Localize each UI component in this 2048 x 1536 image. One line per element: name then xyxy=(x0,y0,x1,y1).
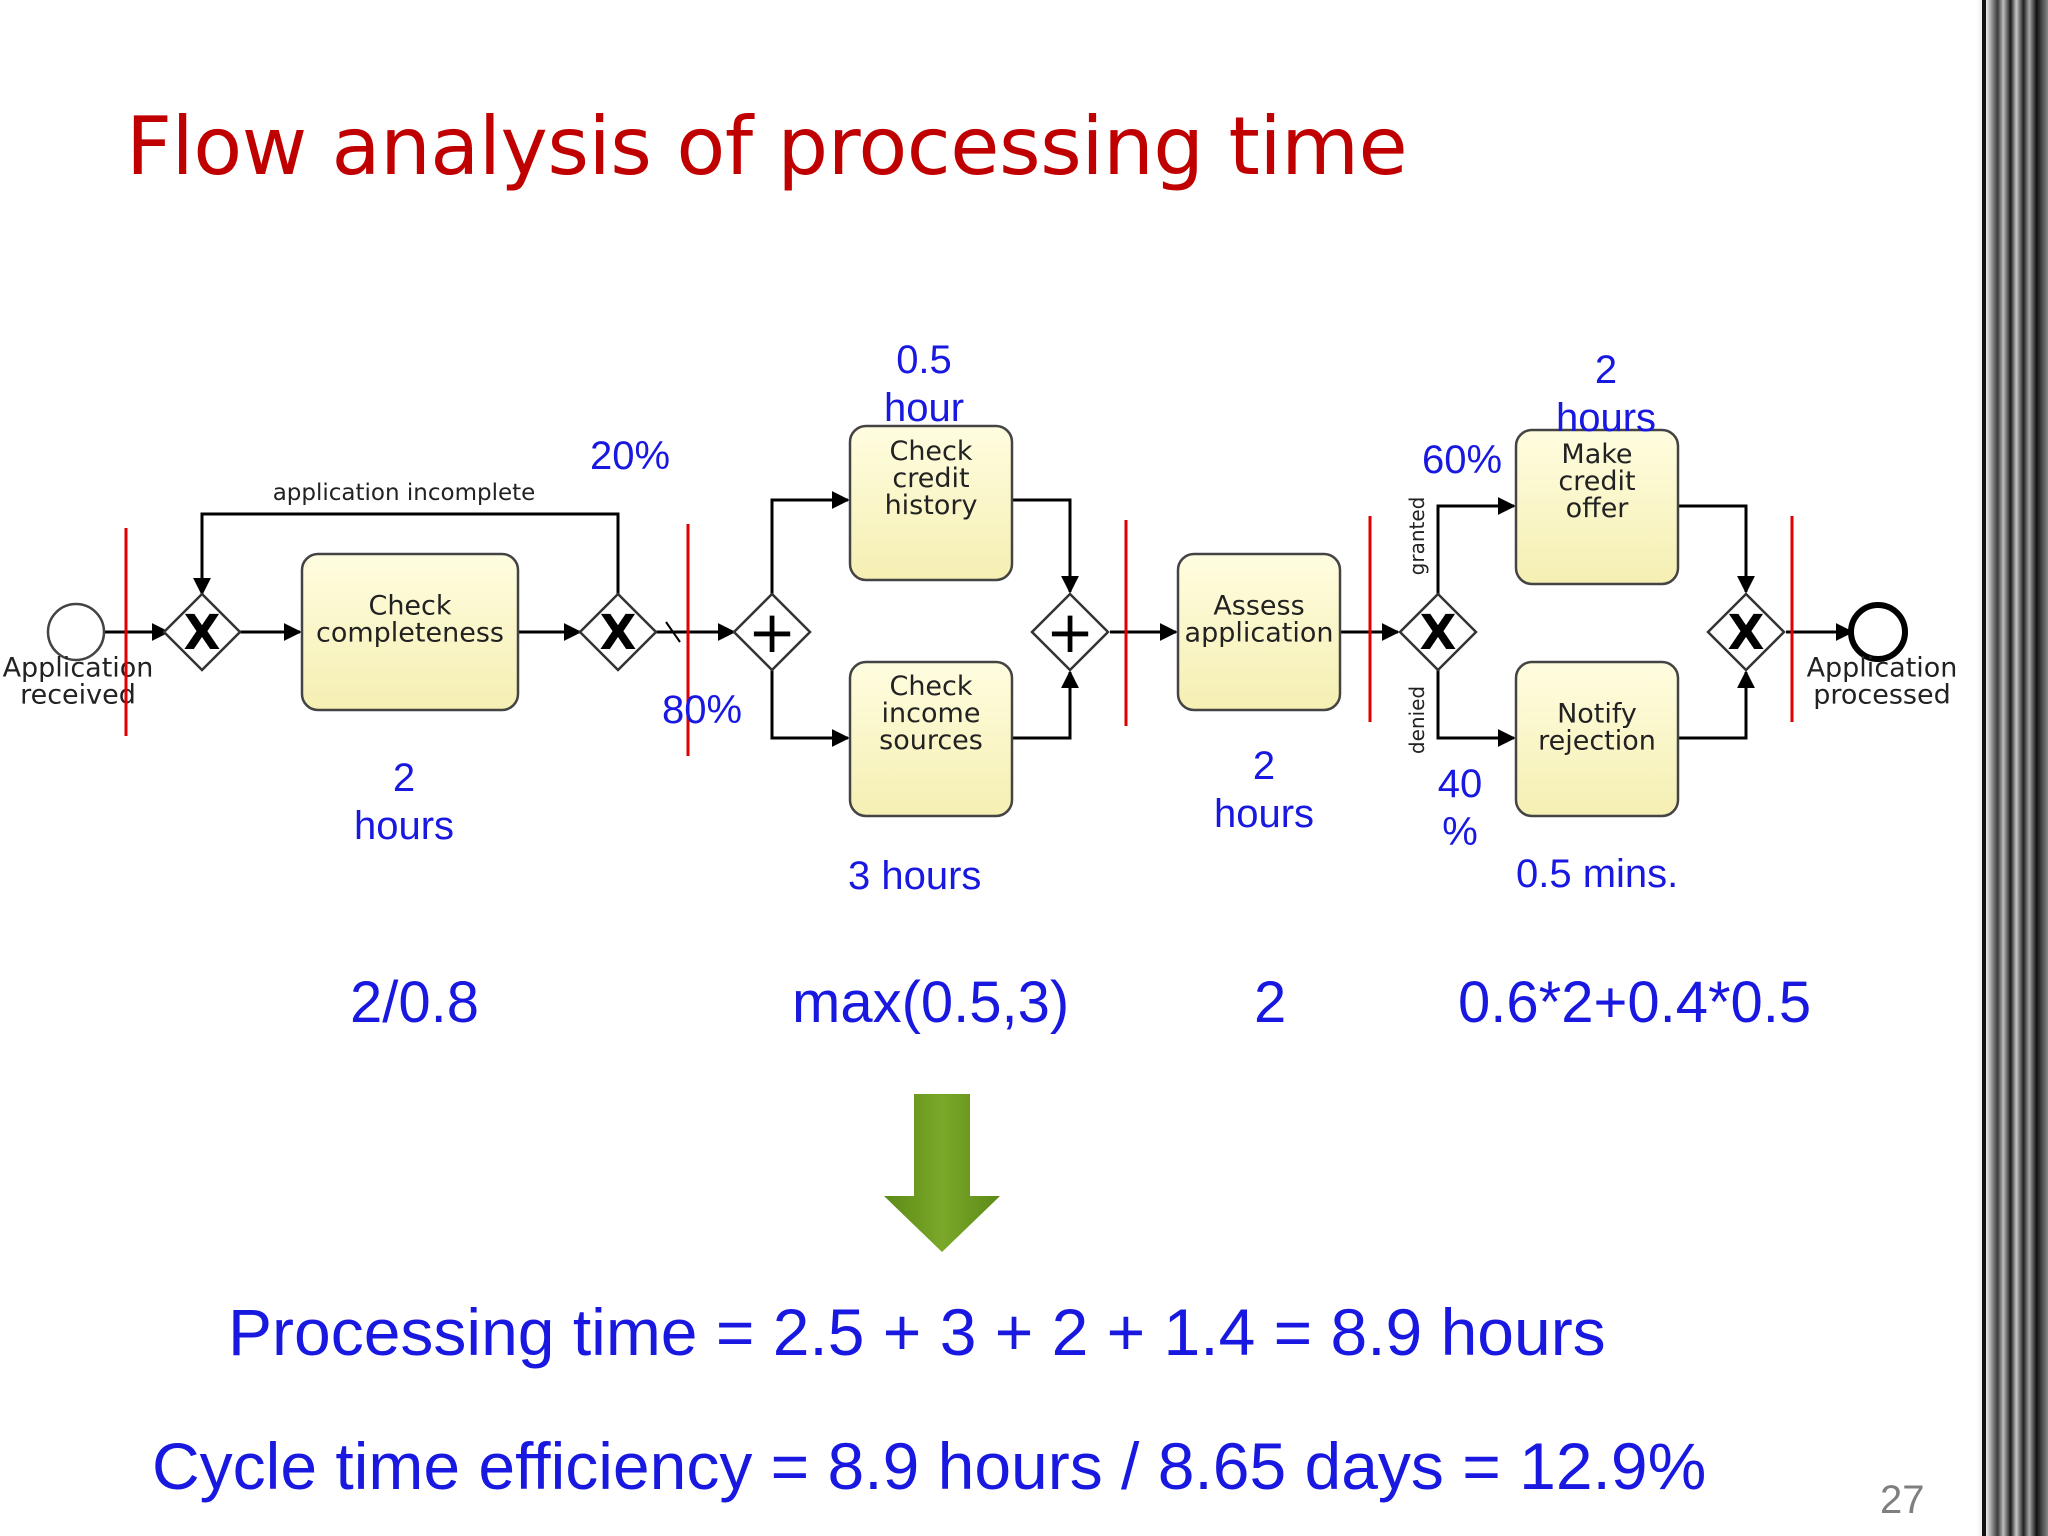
slide-title: Flow analysis of processing time xyxy=(126,100,1408,193)
down-arrow-icon xyxy=(884,1094,1000,1252)
label-line: application xyxy=(1185,618,1334,649)
label-line: credit xyxy=(1558,466,1635,497)
gateway-xor-symbol: X xyxy=(1727,605,1764,661)
pct-20-annotation: 20% xyxy=(590,434,671,478)
time-income-annotation: 3 hours xyxy=(848,854,982,898)
gateway-xor-symbol: X xyxy=(183,605,220,661)
cycle-time-efficiency-result: Cycle time efficiency = 8.9 hours / 8.65… xyxy=(152,1429,1707,1503)
loop-flow-label: application incomplete xyxy=(273,480,536,506)
time-completeness-annotation: 2 hours xyxy=(353,756,455,848)
task-check-credit-history xyxy=(848,424,1014,582)
formula-segment-4: 0.6*2+0.4*0.5 xyxy=(1458,970,1812,1035)
end-event xyxy=(1848,602,1908,662)
segment-dividers xyxy=(124,516,1794,756)
gateways xyxy=(162,592,1786,672)
label-line: Application xyxy=(3,653,154,684)
time-credit-history-annotation: 0.5 hour xyxy=(883,338,965,430)
pct-60-annotation: 60% xyxy=(1422,438,1503,482)
and-split-gateway xyxy=(732,592,812,672)
label-line: Application xyxy=(1807,653,1958,684)
pct-40-annotation: 40 % xyxy=(1437,762,1483,854)
task-notify-rejection xyxy=(1514,660,1680,818)
label-line: Check xyxy=(889,671,972,702)
xor-decision-gateway xyxy=(1398,592,1478,672)
label-line: received xyxy=(20,680,136,711)
task-assess-application xyxy=(1176,552,1342,712)
processing-time-result: Processing time = 2.5 + 3 + 2 + 1.4 = 8.… xyxy=(228,1295,1606,1369)
label-line: Check xyxy=(368,591,451,622)
time-rejection-annotation: 0.5 mins. xyxy=(1516,852,1679,896)
denied-flow-label: denied xyxy=(1405,686,1429,754)
label-line: rejection xyxy=(1538,726,1656,757)
page-number: 27 xyxy=(1880,1478,1925,1522)
formula-segment-3: 2 xyxy=(1254,970,1287,1035)
granted-flow-label: granted xyxy=(1405,497,1429,576)
default-flow-marker xyxy=(665,621,681,643)
sequence-flows xyxy=(96,491,1854,747)
task-check-completeness xyxy=(300,552,520,712)
formula-segment-1: 2/0.8 xyxy=(350,970,479,1035)
label-line: sources xyxy=(879,725,983,756)
task-check-income-sources xyxy=(848,660,1014,818)
time-assess-annotation: 2 hours xyxy=(1213,744,1315,836)
label-line: income xyxy=(882,698,981,729)
label-line: Check xyxy=(889,436,972,467)
label-line: Notify xyxy=(1557,699,1637,730)
gateway-and-symbol: + xyxy=(748,598,797,666)
xor-join-gateway xyxy=(1706,592,1786,672)
and-join-gateway xyxy=(1030,592,1110,672)
gateway-xor-symbol: X xyxy=(599,605,636,661)
label-line: processed xyxy=(1813,680,1951,711)
label-line: history xyxy=(885,490,978,521)
gateway-xor-symbol: X xyxy=(1419,605,1456,661)
label-line: Make xyxy=(1561,439,1632,470)
start-event xyxy=(46,602,106,662)
label-line: Assess xyxy=(1213,591,1304,622)
tasks xyxy=(300,424,1680,818)
time-offer-annotation: 2 hours xyxy=(1555,348,1657,440)
decorative-side-bar xyxy=(1976,0,2048,1536)
xor-split-gateway xyxy=(578,592,658,672)
formula-segment-2: max(0.5,3) xyxy=(792,970,1070,1035)
pct-80-annotation: 80% xyxy=(662,688,743,732)
label-line: completeness xyxy=(316,618,504,649)
decorative-side-line xyxy=(1982,0,1986,1536)
xor-merge-gateway xyxy=(162,592,242,672)
label-line: credit xyxy=(892,463,969,494)
gateway-and-symbol: + xyxy=(1046,598,1095,666)
label-line: offer xyxy=(1566,493,1630,524)
task-make-credit-offer xyxy=(1514,428,1680,586)
